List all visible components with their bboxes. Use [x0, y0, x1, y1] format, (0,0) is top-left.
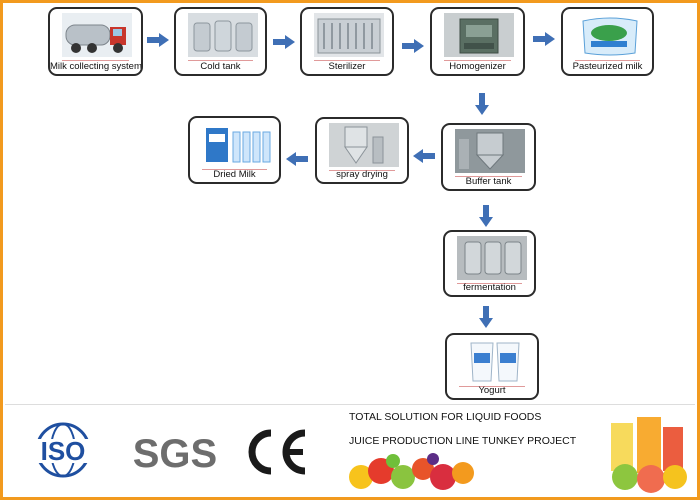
stage-sterilizer[interactable]: Sterilizer	[300, 7, 394, 76]
stage-divider	[314, 60, 380, 61]
stage-label: Sterilizer	[328, 61, 366, 72]
stage-fermentation[interactable]: fermentation	[443, 230, 536, 297]
stage-label: Cold tank	[200, 61, 241, 72]
stage-label: Milk collecting system	[50, 61, 142, 72]
stage-divider	[455, 176, 522, 177]
flow-arrow-left	[413, 149, 435, 163]
stage-label: Dried Milk	[213, 169, 256, 180]
certification-banner: ISO SGS TOTAL SOLUTION FOR LIQUID FOODS …	[5, 404, 695, 496]
stage-label: Pasteurized milk	[572, 61, 643, 72]
stage-spray-drying[interactable]: spray drying	[315, 117, 409, 184]
stage-milk-collecting[interactable]: Milk collecting system	[48, 7, 143, 76]
sgs-logo: SGS	[133, 432, 217, 475]
yogurt-cups-icon	[459, 339, 529, 383]
stage-divider	[329, 170, 395, 171]
stage-cold-tank[interactable]: Cold tank	[174, 7, 267, 76]
spray-dryer-icon	[329, 123, 399, 167]
iso-logo: ISO	[27, 422, 99, 478]
iso-text: ISO	[41, 436, 86, 466]
stage-divider	[459, 386, 525, 387]
stage-divider	[62, 60, 129, 61]
milk-tanker-truck-icon	[62, 13, 132, 57]
stage-label: fermentation	[463, 282, 516, 293]
flow-arrow-down	[475, 93, 489, 115]
flow-arrow-down	[479, 205, 493, 227]
stage-buffer-tank[interactable]: Buffer tank	[441, 123, 536, 191]
fermentation-tanks-icon	[457, 236, 527, 280]
stage-divider	[188, 60, 253, 61]
stage-divider	[457, 283, 522, 284]
homogenizer-machine-icon	[444, 13, 514, 57]
stage-divider	[575, 60, 640, 61]
stage-label: Buffer tank	[465, 176, 512, 187]
tagline-1: TOTAL SOLUTION FOR LIQUID FOODS	[349, 411, 542, 423]
flow-arrow-down	[479, 306, 493, 328]
ce-logo	[248, 429, 306, 475]
flow-arrow-right	[533, 32, 555, 46]
stage-homogenizer[interactable]: Homogenizer	[430, 7, 525, 76]
stage-label: Homogenizer	[449, 61, 506, 72]
sterilizer-machine-icon	[314, 13, 384, 57]
tagline-2: JUICE PRODUCTION LINE TUNKEY PROJECT	[349, 435, 577, 447]
stage-pasteurized-milk[interactable]: Pasteurized milk	[561, 7, 654, 76]
steel-tanks-icon	[188, 13, 258, 57]
fruit-pile-icon	[349, 453, 474, 490]
juice-glasses-icon	[611, 417, 687, 493]
flow-arrow-left	[286, 152, 308, 166]
sgs-text: SGS	[133, 432, 217, 475]
stage-divider	[202, 169, 267, 170]
stage-label: spray drying	[336, 169, 388, 180]
flow-arrow-right	[147, 33, 169, 47]
flow-arrow-right	[402, 39, 424, 53]
stage-dried-milk[interactable]: Dried Milk	[188, 116, 281, 184]
milk-powder-packs-icon	[202, 122, 272, 166]
flow-arrow-right	[273, 35, 295, 49]
milk-pouch-icon	[575, 13, 645, 57]
stage-label: Yogurt	[478, 385, 506, 396]
buffer-tank-icon	[455, 129, 525, 173]
stage-divider	[444, 60, 511, 61]
stage-yogurt[interactable]: Yogurt	[445, 333, 539, 400]
